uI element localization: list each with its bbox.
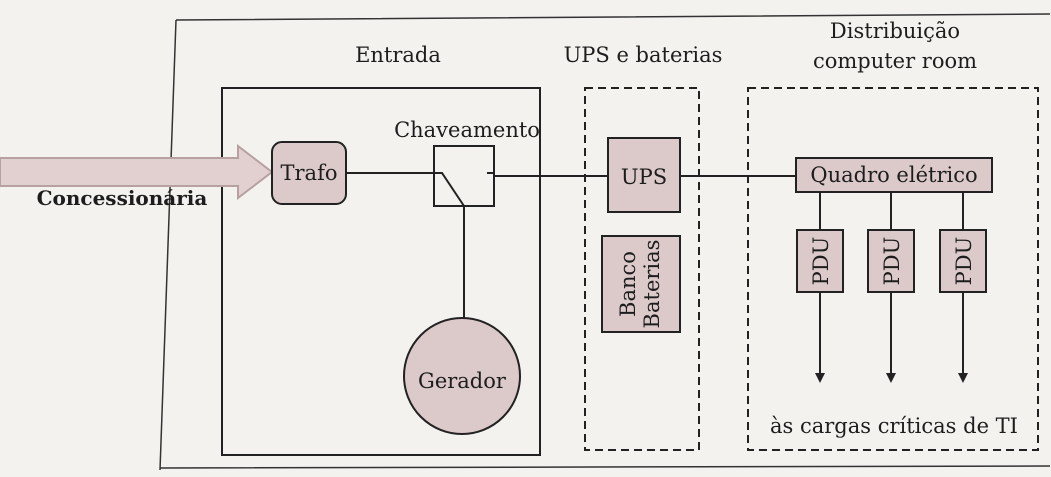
pdu-box	[867, 229, 915, 293]
trafo-label: Trafo	[281, 161, 338, 185]
quadro-eletrico-label: Quadro elétrico	[810, 163, 977, 187]
banco-label-line2: Baterias	[640, 240, 664, 329]
section-title-entrada: Entrada	[355, 43, 441, 67]
section-title-distribuicao-line1: Distribuição	[830, 19, 960, 43]
gerador-label: Gerador	[418, 369, 507, 393]
banco-baterias-box	[601, 235, 681, 333]
ups-section-box	[584, 87, 700, 451]
outer-frame	[159, 13, 1051, 471]
banco-label-line1: Banco	[616, 251, 640, 317]
concessionaria-arrow	[0, 143, 274, 201]
pdu-label: PDU	[880, 237, 904, 286]
concessionaria-label: Concessionária	[37, 186, 208, 210]
chaveamento-label: Chaveamento	[394, 118, 540, 142]
ups-box	[607, 137, 681, 213]
entrada-box	[221, 87, 541, 456]
section-title-distribuicao-line2: computer room	[813, 49, 977, 73]
output-label: às cargas críticas de TI	[770, 414, 1018, 438]
pdu-label: PDU	[809, 237, 833, 286]
quadro-eletrico-box	[795, 157, 993, 193]
ups-label: UPS	[621, 165, 667, 189]
gerador-circle	[403, 317, 521, 435]
distribution-section-box	[747, 87, 1039, 451]
pdu-label: PDU	[952, 237, 976, 286]
section-title-ups: UPS e baterias	[564, 43, 723, 67]
